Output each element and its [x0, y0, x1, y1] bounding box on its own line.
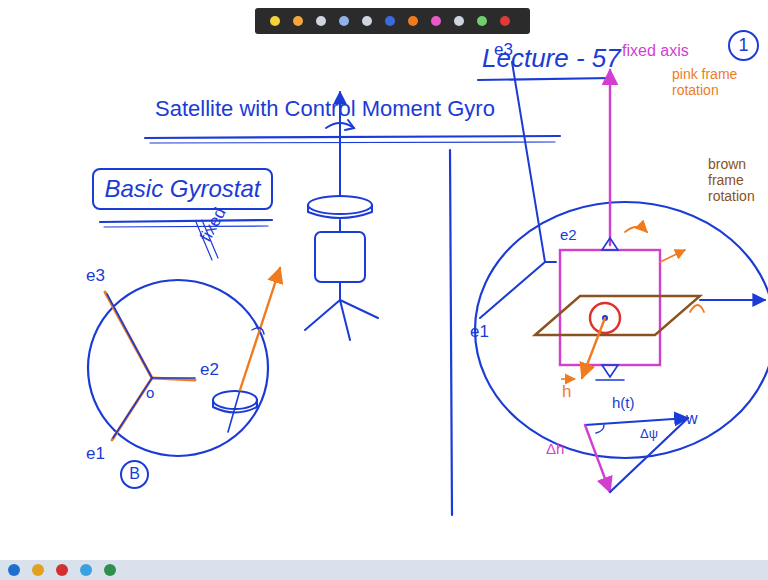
- cmg-sketch: [475, 62, 768, 492]
- vector-label: h(t): [612, 394, 635, 411]
- node-text: 1: [738, 35, 748, 56]
- heading-rules: [100, 78, 612, 515]
- page-number-circle: 1: [728, 30, 759, 61]
- vector-label: h: [562, 382, 571, 402]
- origin-label: o: [146, 384, 154, 401]
- taskbar: [0, 560, 768, 580]
- rotation-note: pink frame rotation: [672, 66, 758, 98]
- gyrostat-sketch: [88, 220, 280, 456]
- axis-label: e2: [560, 226, 577, 243]
- rotation-note: brown frame rotation: [708, 156, 766, 204]
- fixed-axis-note: fixed axis: [622, 42, 689, 60]
- lecture-subtitle: Satellite with Control Moment Gyro: [155, 96, 495, 121]
- axis-label: e3: [494, 40, 513, 60]
- axis-label: e1: [86, 444, 105, 464]
- vector-overbar: [561, 378, 575, 380]
- vector-label: Δh: [546, 440, 564, 457]
- omega-label: w: [686, 410, 698, 428]
- heading-box: Basic Gyrostat: [92, 168, 273, 210]
- pen-toolbar: [255, 8, 530, 34]
- body-label-circle: B: [120, 460, 149, 489]
- angle-label: Δψ: [640, 427, 658, 442]
- node-text: B: [129, 465, 140, 483]
- fixed-note: fixed: [196, 204, 230, 245]
- axis-label: e3: [86, 266, 105, 286]
- rotor-sketch: [305, 92, 378, 340]
- axis-label: e1: [470, 322, 489, 342]
- node-text: Basic Gyrostat: [104, 175, 260, 203]
- axis-label: e2: [200, 360, 219, 380]
